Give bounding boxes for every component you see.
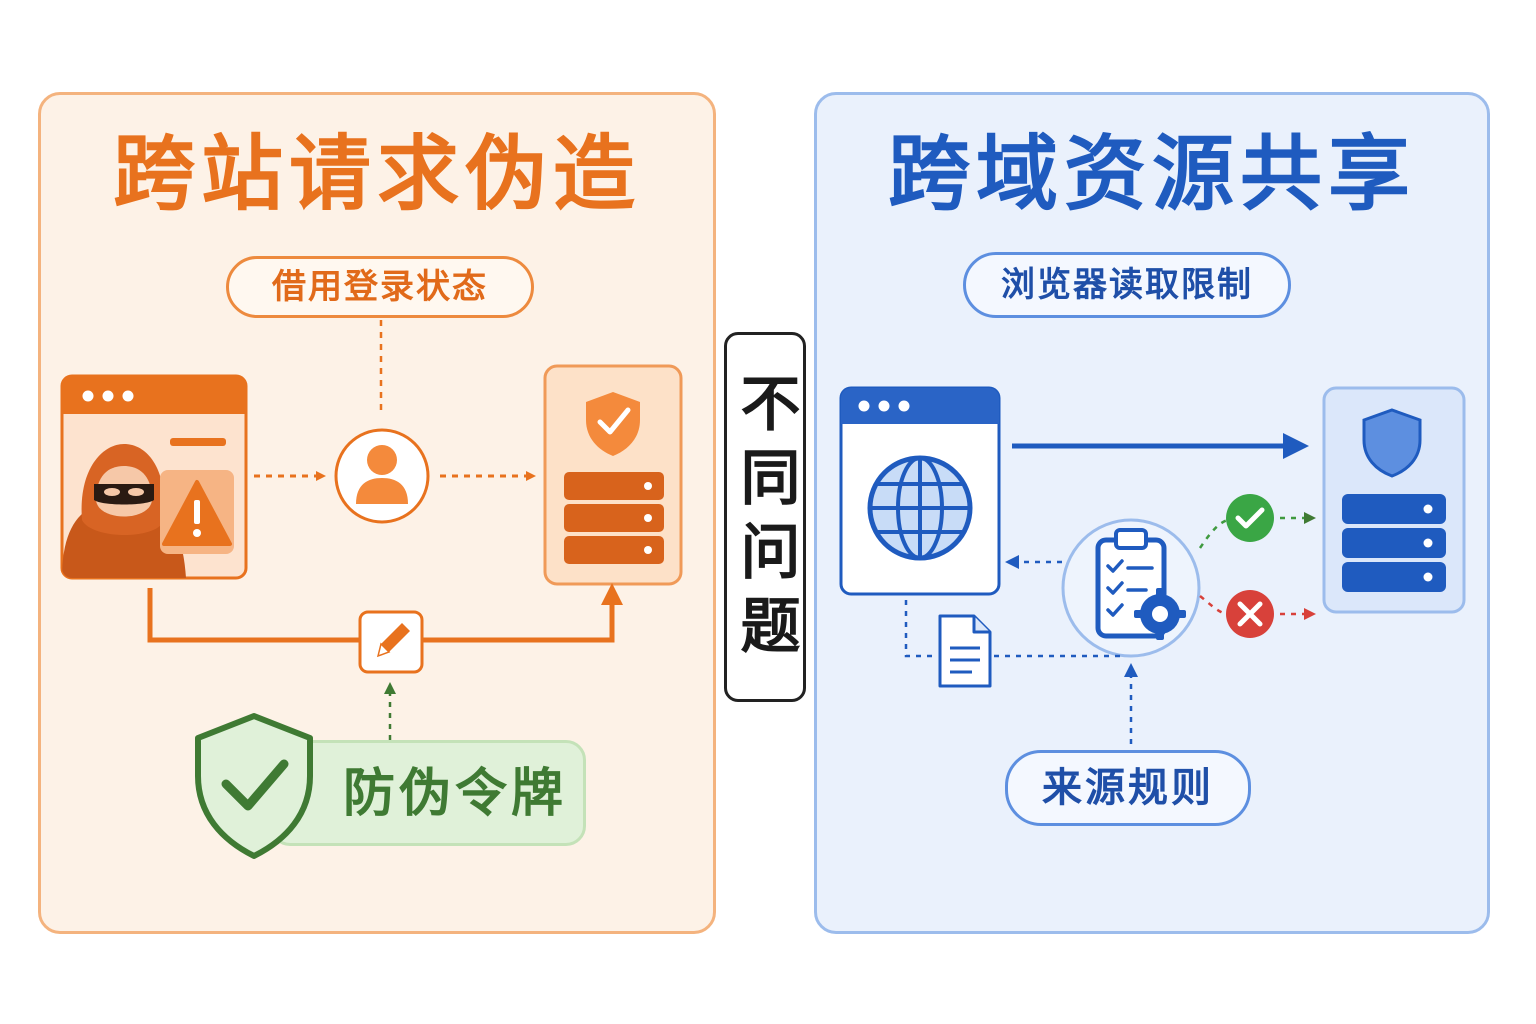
cross-circle-icon	[1226, 590, 1274, 638]
allow-branch	[1198, 518, 1229, 549]
green-shield-check-icon	[195, 713, 313, 859]
browser-to-document-connector	[904, 600, 938, 658]
pencil-icon	[358, 610, 424, 674]
globe-icon	[867, 455, 973, 561]
cors-tag: 浏览器读取限制	[963, 252, 1291, 318]
deny-branch	[1199, 595, 1227, 616]
shield-check-icon	[586, 392, 640, 456]
anti-forgery-token-label: 防伪令牌	[342, 764, 567, 824]
blue-shield-icon	[1362, 408, 1422, 478]
center-divider-label: 不同问题	[730, 372, 800, 668]
csrf-title: 跨站请求伪造	[112, 127, 641, 222]
check-circle-icon	[1226, 494, 1274, 542]
user-icon	[334, 428, 430, 524]
csrf-tag: 借用登录状态	[226, 256, 534, 318]
clipboard-gear-icon	[1061, 518, 1201, 658]
center-divider-box	[724, 332, 806, 702]
cors-title: 跨域资源共享	[887, 127, 1416, 222]
warning-icon	[160, 470, 234, 554]
server-icon	[564, 472, 664, 564]
blue-server-icon	[1342, 494, 1446, 592]
anti-forgery-token-box	[270, 740, 586, 846]
origin-rule-tag: 来源规则	[1005, 750, 1251, 826]
document-icon	[938, 614, 992, 688]
hooded-attacker-icon	[62, 444, 186, 578]
